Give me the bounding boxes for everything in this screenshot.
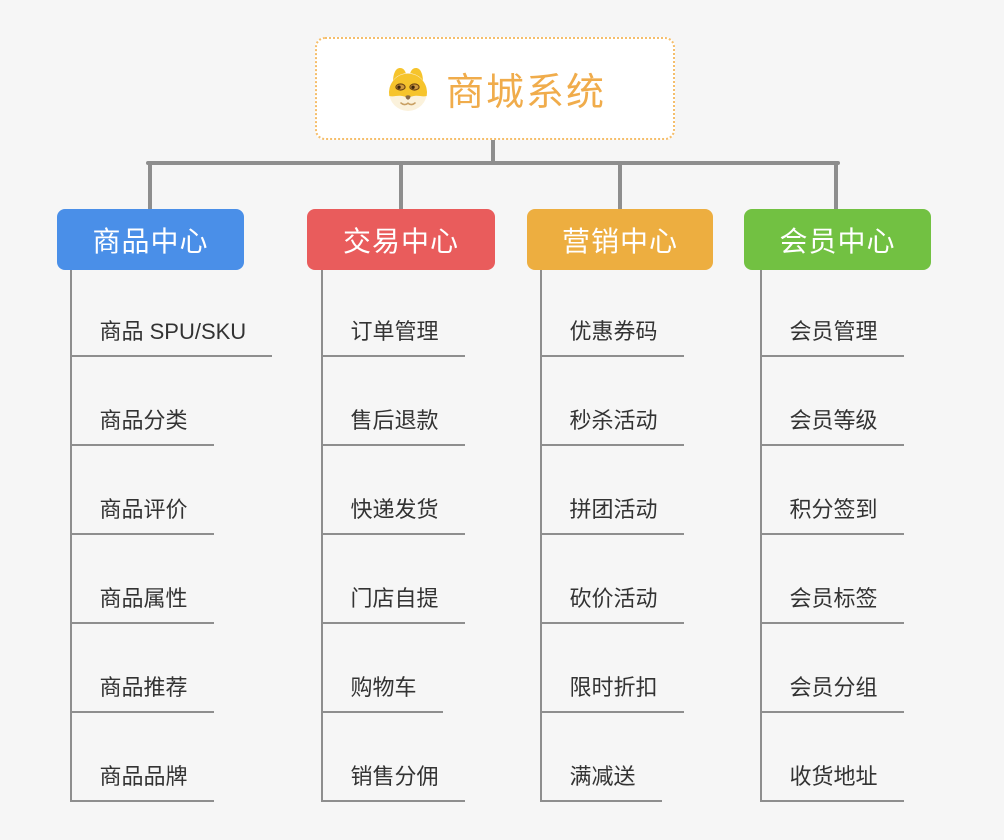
leaf-item[interactable]: 会员等级 [759,408,904,446]
leaf-item[interactable]: 商品评价 [69,497,214,535]
leaf-item[interactable]: 销售分佣 [320,764,465,802]
dog-face-icon [388,67,427,111]
leaf-item[interactable]: 积分签到 [759,497,904,535]
branch-node-trade-center[interactable]: 交易中心 [307,209,495,270]
drop-connector-members [834,161,838,209]
branch-spine-trade-center: 订单管理 售后退款 快递发货 门店自提 购物车 销售分佣 [320,270,465,802]
branch-spine-product-center: 商品 SPU/SKU 商品分类 商品评价 商品属性 商品推荐 商品品牌 [69,270,273,802]
branch-node-label: 交易中心 [342,225,459,257]
drop-connector-marketing [618,161,622,209]
leaf-item[interactable]: 拼团活动 [539,497,684,535]
leaf-item[interactable]: 秒杀活动 [539,408,684,446]
root-title: 商城系统 [445,72,606,114]
branch-spine-marketing-center: 优惠券码 秒杀活动 拼团活动 砍价活动 限时折扣 满减送 [539,270,684,802]
branch-spine-member-center: 会员管理 会员等级 积分签到 会员标签 会员分组 收货地址 [759,270,904,802]
root-stem-connector [491,140,495,164]
leaf-item[interactable]: 会员分组 [759,675,904,713]
drop-connector-trade [399,161,403,209]
branch-horizontal-connector [146,161,840,165]
leaf-item[interactable]: 商品分类 [69,408,214,446]
leaf-item[interactable]: 限时折扣 [539,675,684,713]
branch-node-member-center[interactable]: 会员中心 [744,209,931,270]
branch-node-product-center[interactable]: 商品中心 [57,209,244,270]
leaf-item[interactable]: 商品推荐 [69,675,214,713]
leaf-item[interactable]: 售后退款 [320,408,465,446]
leaf-item[interactable]: 砍价活动 [539,586,684,624]
branch-node-label: 营销中心 [561,225,678,257]
leaf-item[interactable]: 商品属性 [69,586,214,624]
drop-connector-products [148,161,152,209]
leaf-item[interactable]: 购物车 [320,675,443,713]
branch-node-label: 会员中心 [779,225,896,257]
leaf-item[interactable]: 商品 SPU/SKU [69,319,273,357]
leaf-item[interactable]: 商品品牌 [69,764,214,802]
branch-node-marketing-center[interactable]: 营销中心 [527,209,713,270]
leaf-item[interactable]: 会员管理 [759,319,904,357]
leaf-item[interactable]: 会员标签 [759,586,904,624]
leaf-item[interactable]: 订单管理 [320,319,465,357]
root-node[interactable]: 商城系统 [315,37,675,140]
branch-node-label: 商品中心 [92,225,209,257]
leaf-item[interactable]: 满减送 [539,764,662,802]
leaf-item[interactable]: 门店自提 [320,586,465,624]
leaf-item[interactable]: 收货地址 [759,764,904,802]
leaf-item[interactable]: 优惠券码 [539,319,684,357]
leaf-item[interactable]: 快递发货 [320,497,465,535]
